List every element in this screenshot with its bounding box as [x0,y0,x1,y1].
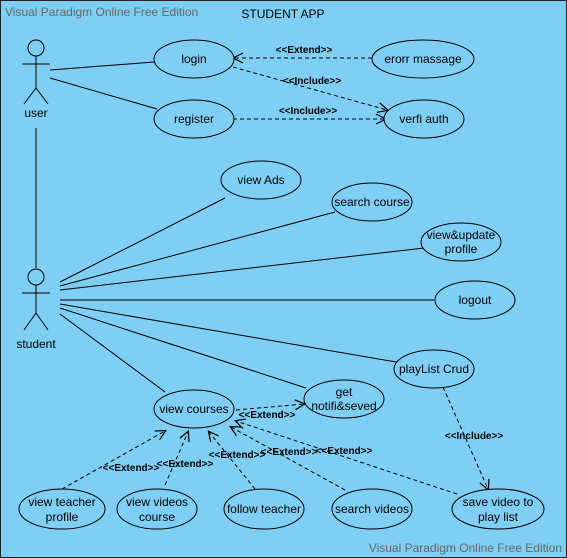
association-student-search-course [59,211,336,287]
use-case-error-message[interactable] [371,39,475,79]
use-case-view-videos-course[interactable] [116,488,198,530]
use-case-login[interactable] [153,39,235,79]
label-extend-videos-course: <<Extend>> [157,459,214,470]
use-case-search-course[interactable] [331,182,413,222]
label-get-notifi-1: get [336,385,353,399]
label-view-teacher-profile-1: view teacher [28,495,95,509]
label-verify-auth: verfi auth [399,112,448,126]
label-view-courses: view courses [159,402,228,416]
label-save-video-2: play list [478,510,519,524]
association-student-notifi [59,307,307,389]
use-case-view-update-profile[interactable] [420,222,502,262]
dependency-teacher-profile-courses [61,431,165,490]
label-extend-notifi: <<Extend>> [239,410,296,421]
label-include-playlist: <<Include>> [445,431,504,442]
dependencies [61,58,488,495]
use-case-follow-teacher[interactable] [223,488,305,530]
association-student-playlist [59,303,397,363]
use-case-save-video[interactable] [451,488,545,530]
label-extend-follow: <<Extend>> [209,450,266,461]
dependency-search-videos-courses [231,427,346,491]
actor-user[interactable] [22,39,50,105]
label-extend-search-videos: <<Extend>> [261,447,318,458]
actor-user-right-leg [35,87,49,105]
label-extend-save: <<Extend>> [316,446,373,457]
associations [35,61,434,393]
use-case-register[interactable] [153,99,235,139]
use-case-view-teacher-profile[interactable] [18,488,106,530]
label-save-video-1: save video to [463,495,534,509]
label-view-videos-course-2: course [139,510,175,524]
dependency-follow-courses [209,432,256,490]
association-student-profile [59,247,425,291]
label-register: register [174,112,214,126]
label-view-update-profile-2: profile [445,242,478,256]
actor-user-left-leg [23,87,37,105]
label-playlist-crud: playList Crud [399,362,469,376]
use-case-view-courses[interactable] [153,389,235,429]
diagram-title: STUDENT APP [241,7,324,21]
actor-user-label: user [24,106,47,120]
actor-student-right-leg [35,312,49,331]
dependency-courses-notifi [235,404,304,411]
watermark-top: Visual Paradigm Online Free Edition [5,5,198,19]
label-view-teacher-profile-2: profile [46,510,79,524]
dependency-videos-course-courses [164,432,188,486]
use-case-playlist-crud[interactable] [393,349,475,389]
use-case-logout[interactable] [434,280,516,320]
label-view-videos-course-1: view videos [126,495,188,509]
dependency-save-courses [236,421,458,495]
actor-user-head [27,39,45,57]
actor-student-left-leg [23,312,37,331]
label-include-login: <<Include>> [283,76,342,87]
label-logout: logout [459,293,492,307]
label-login: login [181,52,206,66]
label-follow-teacher: follow teacher [227,502,301,516]
label-include-register: <<Include>> [279,106,338,117]
label-error-message: erorr massage [384,52,462,66]
watermark-bottom: Visual Paradigm Online Free Edition [369,541,562,555]
use-case-view-ads[interactable] [220,160,302,200]
actor-student-head [27,268,45,286]
association-student-view-courses [59,313,166,393]
dependency-login-verify [232,66,387,110]
actor-student-label: student [16,337,56,351]
association-user-register [49,77,158,110]
label-extend-error: <<Extend>> [276,45,333,56]
use-case-search-videos[interactable] [331,488,413,530]
dependency-playlist-save [442,386,488,489]
label-view-update-profile-1: view&update [427,228,496,242]
label-search-course: search course [334,195,410,209]
actor-student[interactable] [22,268,50,331]
association-student-view-ads [59,197,226,283]
use-case-verify-auth[interactable] [383,99,465,139]
use-case-get-notifi[interactable] [303,379,385,419]
relation-labels: <<Extend>> <<Include>> <<Include>> <<Ext… [103,45,504,474]
label-get-notifi-2: notifi&seved [311,399,376,413]
label-view-ads: view Ads [237,173,284,187]
label-extend-teacher: <<Extend>> [103,463,160,474]
association-user-login [49,61,155,71]
label-search-videos: search videos [335,502,409,516]
